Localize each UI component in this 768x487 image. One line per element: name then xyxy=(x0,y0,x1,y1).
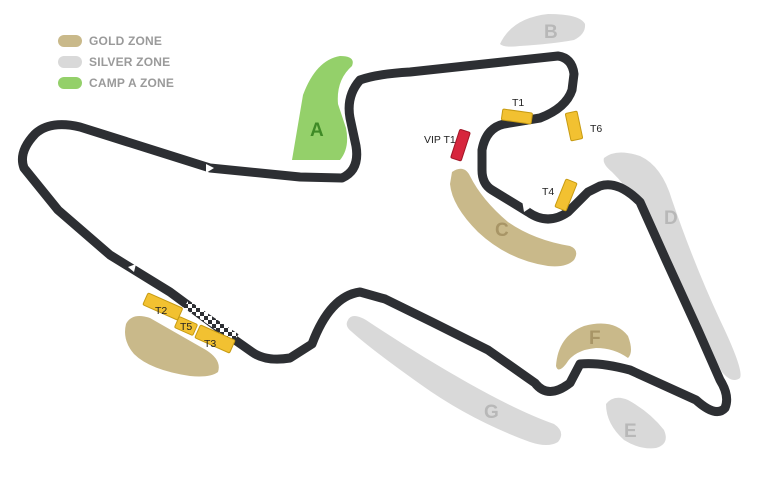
legend-item-silver-zone: SILVER ZONE xyxy=(58,51,174,72)
legend-item-camp-a-zone: CAMP A ZONE xyxy=(58,72,174,93)
zone-b-area[interactable] xyxy=(500,14,586,47)
zone-g-area[interactable] xyxy=(346,316,562,445)
legend-label: SILVER ZONE xyxy=(89,54,171,69)
stand-t5[interactable] xyxy=(174,316,198,336)
stand-t6-label: T6 xyxy=(590,123,602,135)
zone-g-letter: G xyxy=(484,402,499,423)
stand-vip-t1[interactable] xyxy=(450,129,471,162)
map-legend: GOLD ZONE SILVER ZONE CAMP A ZONE xyxy=(58,30,174,93)
stand-t2[interactable] xyxy=(142,292,183,321)
stand-t2-label: T2 xyxy=(155,305,167,317)
zone-b-letter: B xyxy=(544,22,558,43)
direction-arrow-icon xyxy=(522,200,530,212)
stand-t4[interactable] xyxy=(554,178,578,212)
legend-item-gold-zone: GOLD ZONE xyxy=(58,30,174,51)
zone-d-letter: D xyxy=(664,208,678,229)
zone-f-area[interactable] xyxy=(556,323,631,370)
zone-t2-t3-area[interactable] xyxy=(125,316,219,377)
stand-t3-label: T3 xyxy=(204,338,216,350)
zone-a-letter: A xyxy=(310,120,324,141)
stand-t4-label: T4 xyxy=(542,186,554,198)
zone-e-area[interactable] xyxy=(606,397,666,449)
stand-t6[interactable] xyxy=(564,110,584,142)
zone-a-area[interactable] xyxy=(292,56,353,160)
stand-t3[interactable] xyxy=(194,324,236,354)
silver-zone-swatch xyxy=(58,55,82,68)
direction-arrow-icon xyxy=(206,164,214,173)
stand-t1[interactable] xyxy=(501,108,533,125)
zone-c-letter: C xyxy=(495,220,509,241)
gold-zone-swatch xyxy=(58,34,82,47)
stand-t5-label: T5 xyxy=(180,321,192,333)
legend-label: GOLD ZONE xyxy=(89,33,163,48)
legend-label: CAMP A ZONE xyxy=(89,75,175,90)
stand-t1-label: T1 xyxy=(512,97,524,109)
direction-arrow-icon xyxy=(426,336,434,346)
zone-c-area[interactable] xyxy=(450,168,577,267)
race-track xyxy=(17,51,732,417)
camp-a-zone-swatch xyxy=(58,76,82,89)
direction-arrow-icon xyxy=(128,264,136,272)
zone-f-letter: F xyxy=(589,328,601,349)
stand-vip-t1-label: VIP T1 xyxy=(424,134,456,146)
start-finish-line xyxy=(183,300,239,342)
zone-e-letter: E xyxy=(624,421,637,442)
